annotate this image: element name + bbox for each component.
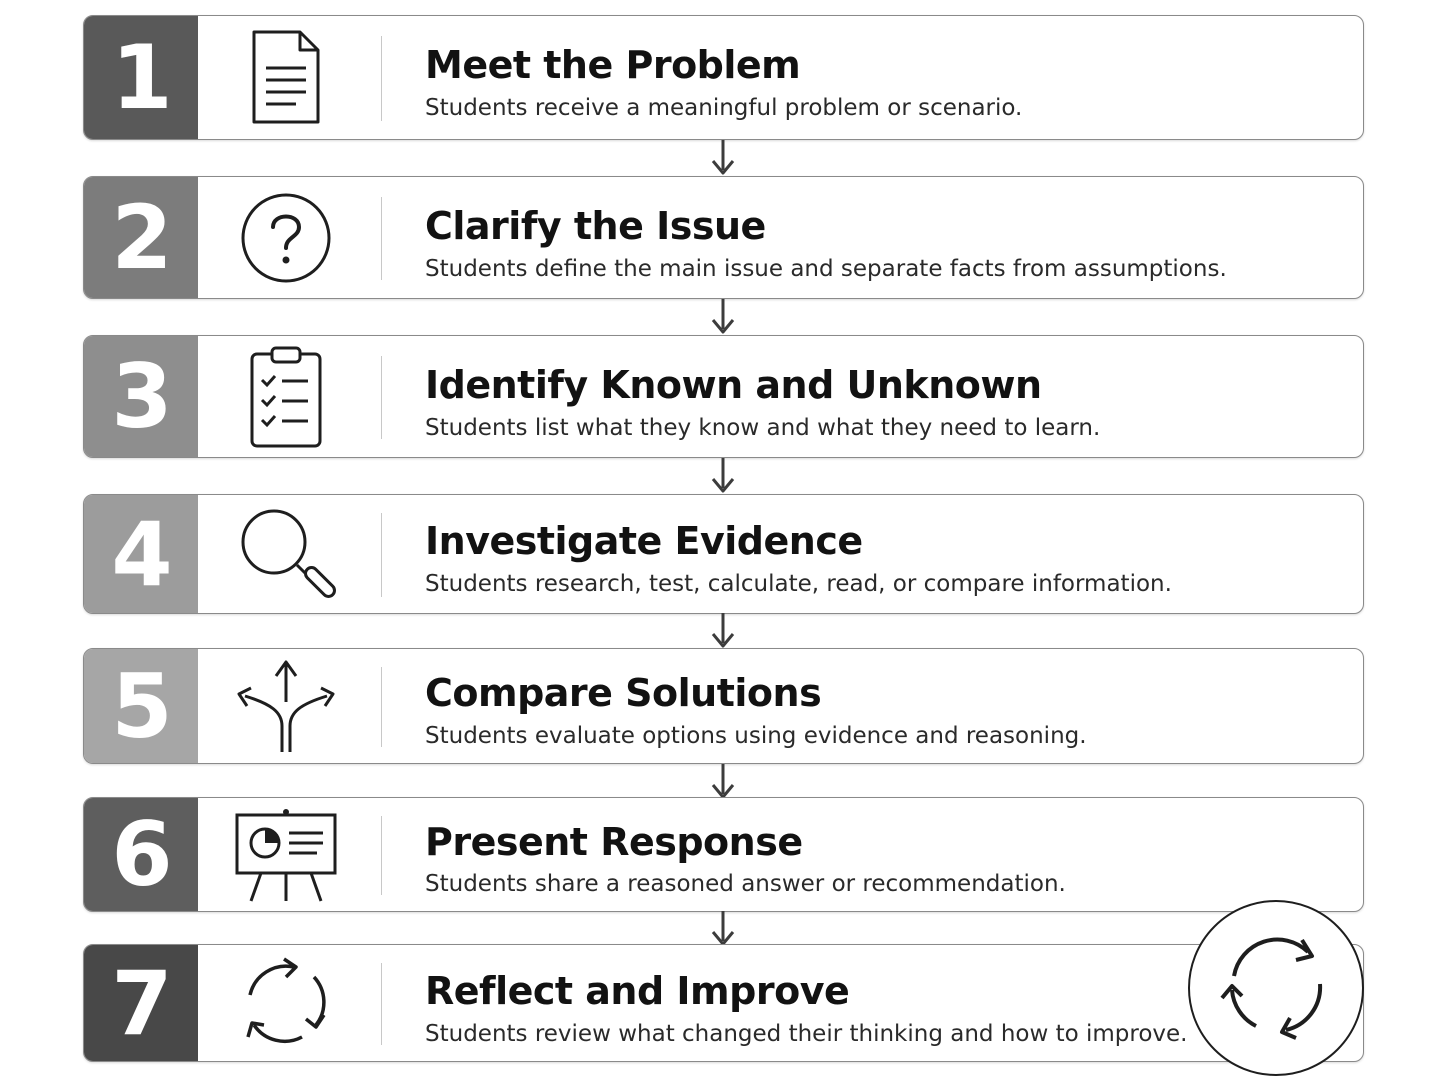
cycle-arrows-icon — [1220, 937, 1323, 1040]
divider — [381, 356, 382, 439]
step-2-title: Clarify the Issue — [425, 204, 766, 248]
presentation-board-icon — [214, 798, 358, 911]
step-2-description: Students define the main issue and separ… — [425, 256, 1227, 282]
flow-arrow-6 — [711, 911, 735, 946]
step-3-number: 3 — [84, 336, 198, 457]
step-7-number: 7 — [84, 945, 198, 1061]
step-7-title: Reflect and Improve — [425, 969, 850, 1013]
flow-arrow-1 — [711, 140, 735, 175]
flow-arrow-2 — [711, 299, 735, 334]
step-5-description: Students evaluate options using evidence… — [425, 723, 1087, 749]
divider — [381, 667, 382, 747]
divider — [381, 36, 382, 121]
divider — [381, 816, 382, 895]
step-5-card: 5 Compare Solutions Students evaluate op… — [83, 648, 1364, 764]
step-4-card: 4 Investigate Evidence Students research… — [83, 494, 1364, 614]
step-3-card: 3 Identify Known and Unknown Students li… — [83, 335, 1364, 458]
question-icon — [214, 177, 358, 298]
magnifier-icon — [214, 495, 358, 613]
step-1-description: Students receive a meaningful problem or… — [425, 95, 1023, 121]
step-1-card: 1 Meet the Problem Students receive a me… — [83, 15, 1364, 140]
cycle-emblem — [1188, 900, 1364, 1076]
step-1-title: Meet the Problem — [425, 43, 801, 87]
document-icon — [214, 16, 358, 139]
step-7-card: 7 Reflect and Improve Students review wh… — [83, 944, 1364, 1062]
step-4-number: 4 — [84, 495, 198, 613]
step-7-description: Students review what changed their think… — [425, 1021, 1188, 1047]
divider — [381, 963, 382, 1045]
step-2-number: 2 — [84, 177, 198, 298]
flow-arrow-3 — [711, 458, 735, 493]
step-3-description: Students list what they know and what th… — [425, 415, 1101, 441]
step-4-description: Students research, test, calculate, read… — [425, 571, 1172, 597]
step-5-title: Compare Solutions — [425, 671, 822, 715]
step-3-title: Identify Known and Unknown — [425, 363, 1042, 407]
flow-arrow-4 — [711, 613, 735, 648]
step-6-title: Present Response — [425, 820, 803, 864]
step-2-card: 2 Clarify the Issue Students define the … — [83, 176, 1364, 299]
divider — [381, 513, 382, 597]
step-6-card: 6 Present Response Students share a reas… — [83, 797, 1364, 912]
cycle-arrows-icon — [214, 945, 358, 1061]
step-6-description: Students share a reasoned answer or reco… — [425, 871, 1066, 897]
step-5-number: 5 — [84, 649, 198, 763]
divider — [381, 197, 382, 280]
flow-arrow-5 — [711, 764, 735, 799]
branching-arrows-icon — [214, 649, 358, 763]
step-6-number: 6 — [84, 798, 198, 911]
step-4-title: Investigate Evidence — [425, 519, 863, 563]
checklist-icon — [214, 336, 358, 457]
step-1-number: 1 — [84, 16, 198, 139]
